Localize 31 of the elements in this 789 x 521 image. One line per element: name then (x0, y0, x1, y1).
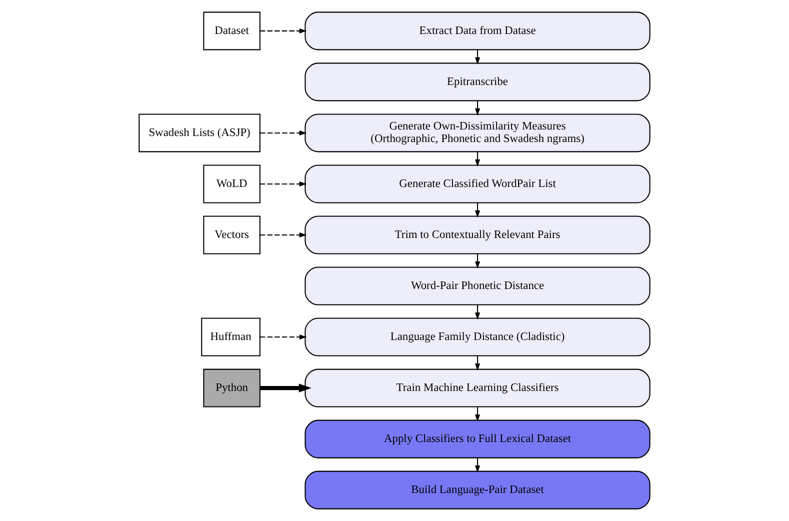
arrow (260, 384, 312, 392)
arrow (474, 152, 480, 167)
arrow (260, 181, 307, 187)
node-box: Generate Classified WordPair List (304, 164, 650, 204)
node-box: Generate Own-Dissimilarity Measures (Orthographic, Phonetic and Swadesh ngrams) (304, 114, 650, 152)
arrow (474, 356, 480, 371)
node-box: Swadesh Lists (ASJP) (138, 114, 260, 152)
arrow (474, 407, 480, 422)
node-box: Language Family Distance (Cladistic) (304, 318, 650, 356)
node-box: Vectors (203, 216, 260, 254)
node-box: WoLD (203, 164, 260, 204)
arrow (474, 305, 480, 320)
node-box: Trim to Contextually Relevant Pairs (304, 216, 650, 254)
node-box: Dataset (203, 12, 260, 50)
arrow (474, 100, 480, 116)
node-box: Build Language-Pair Dataset (304, 470, 650, 510)
node-box: Train Machine Learning Classifiers (304, 368, 650, 408)
node-box: Word-Pair Phonetic Distance (304, 266, 650, 306)
node-box: Python (203, 368, 260, 408)
node-box: Huffman (201, 318, 260, 356)
arrow (260, 130, 307, 136)
arrow (474, 254, 480, 269)
node-box: Apply Classifiers to Full Lexical Dataset (304, 420, 650, 458)
node-box: Extract Data from Datase (304, 12, 650, 50)
arrow (260, 232, 307, 238)
arrow (260, 28, 307, 34)
arrow (474, 50, 480, 65)
arrow (474, 202, 480, 218)
arrow (260, 334, 307, 340)
node-box: Epitranscribe (304, 62, 650, 102)
arrow (474, 458, 480, 473)
